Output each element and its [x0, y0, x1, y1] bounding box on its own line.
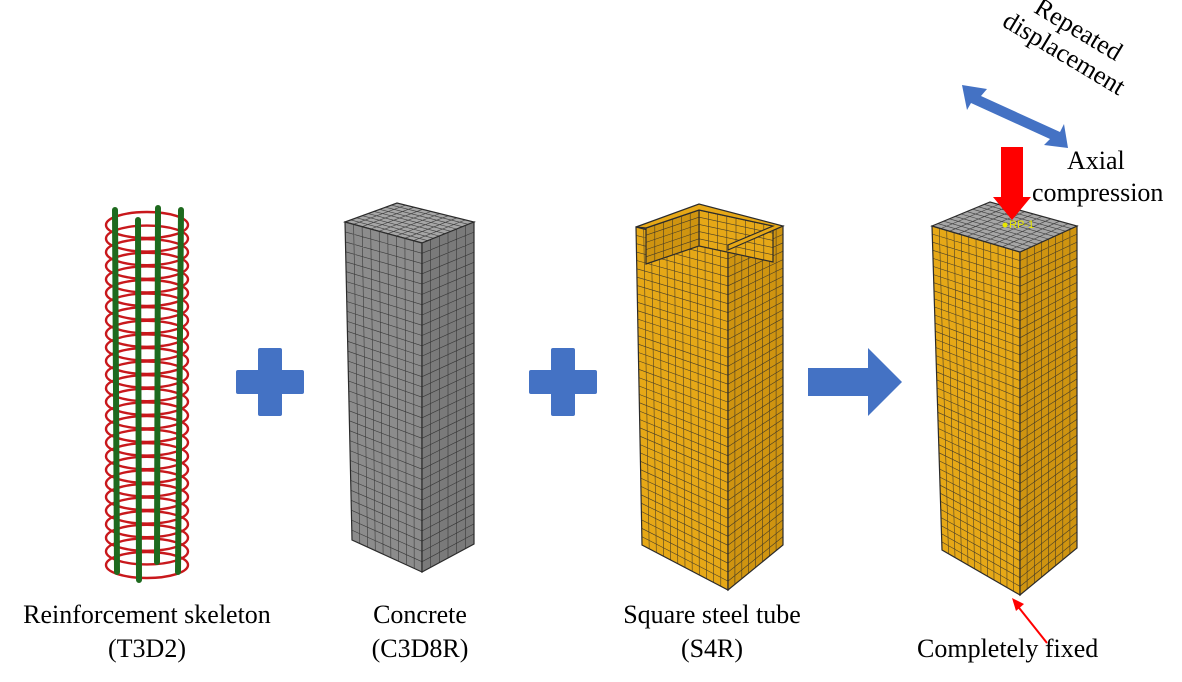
caption-name: Concrete	[373, 600, 467, 629]
longitudinal-bar	[112, 207, 120, 575]
longitudinal-bars	[112, 205, 184, 583]
caption-element-type: (C3D8R)	[371, 634, 469, 663]
assembled-model	[930, 201, 1079, 597]
caption-reinforcement-skeleton: Reinforcement skeleton (T3D2)	[2, 598, 292, 666]
concrete-top-face-mesh	[350, 204, 469, 241]
axial-label-line-2: compression	[1032, 178, 1164, 207]
tube-side-face-mesh	[727, 229, 784, 585]
square-steel-tube-model	[635, 203, 785, 592]
longitudinal-bar	[135, 217, 142, 583]
boundary-label: Completely fixed	[917, 634, 1099, 663]
reinforcement-skeleton-model	[104, 205, 190, 583]
axial-label-line-1: Axial	[1067, 146, 1125, 175]
plus-icon	[236, 348, 304, 416]
caption-concrete: Concrete (C3D8R)	[325, 598, 515, 666]
stirrups	[104, 210, 190, 580]
longitudinal-bar	[154, 205, 161, 565]
assembly-side-face-mesh	[1019, 229, 1078, 590]
tube-inner-left-face-mesh	[645, 213, 700, 261]
stirrup-ring	[104, 537, 190, 566]
caption-square-steel-tube: Square steel tube (S4R)	[598, 598, 826, 666]
reference-point-marker	[1002, 222, 1008, 228]
concrete-front-face-mesh	[345, 224, 423, 569]
axial-compression-arrow-icon	[993, 147, 1031, 220]
caption-name: Reinforcement skeleton	[23, 600, 271, 629]
caption-element-type: (T3D2)	[108, 634, 186, 663]
arrow-right-icon	[808, 348, 902, 416]
concrete-front-face	[344, 221, 423, 573]
concrete-side-face-mesh	[421, 225, 475, 568]
caption-element-type: (S4R)	[680, 634, 744, 663]
concrete-model	[343, 202, 476, 574]
caption-name: Square steel tube	[623, 600, 801, 629]
plus-icon	[529, 348, 597, 416]
stirrup-ring	[104, 550, 190, 580]
repeated-displacement-arrow-icon	[962, 85, 1068, 148]
longitudinal-bar	[175, 207, 184, 575]
reference-point-label: RP-1	[1009, 219, 1034, 231]
assembly-front-face-mesh	[932, 228, 1021, 592]
fixed-support-arrow-icon	[1012, 598, 1048, 644]
tube-front-face-mesh	[636, 228, 729, 587]
tube-top-rim	[635, 203, 785, 251]
